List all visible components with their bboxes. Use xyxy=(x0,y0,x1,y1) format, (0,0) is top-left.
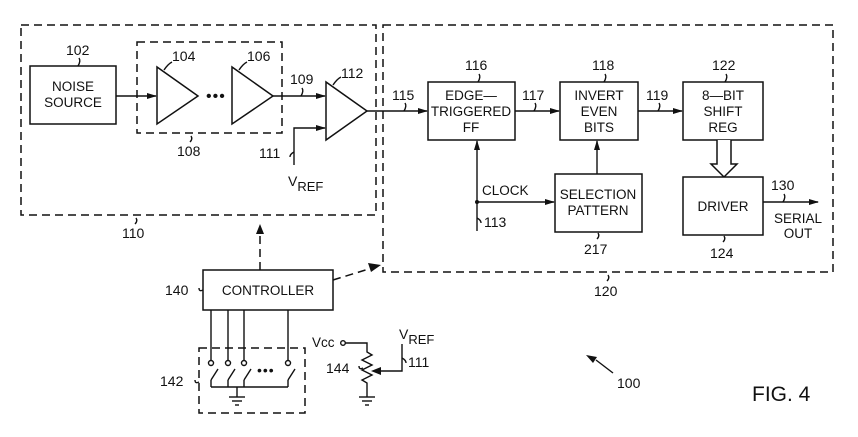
leader-120 xyxy=(606,274,610,282)
ref-130: 130 xyxy=(771,177,795,193)
ref-120: 120 xyxy=(594,283,618,299)
leader-124 xyxy=(722,235,726,243)
switch-ellipsis: ••• xyxy=(257,362,275,378)
ref-122: 122 xyxy=(712,57,736,73)
leader-109 xyxy=(300,87,304,97)
leader-108 xyxy=(189,135,193,143)
leader-112 xyxy=(332,76,342,86)
parallel-bus-arrow xyxy=(709,140,739,179)
ground-icon xyxy=(359,396,375,406)
ff-line1: EDGE— xyxy=(445,88,497,103)
ff-line3: FF xyxy=(463,120,480,135)
switch-bank-group xyxy=(198,347,306,414)
noise-source-line1: NOISE xyxy=(52,79,94,94)
switch-array xyxy=(207,310,296,397)
shiftreg-line2: SHIFT xyxy=(704,104,743,119)
controller-block: CONTROLLER xyxy=(202,269,334,311)
leader-102 xyxy=(77,57,81,67)
wire-vref-wiper xyxy=(380,344,403,372)
driver-block: DRIVER xyxy=(682,176,764,236)
leader-144 xyxy=(358,365,364,370)
invert-line1: INVERT xyxy=(574,88,623,103)
invert-line2: EVEN xyxy=(581,104,618,119)
clock-label: CLOCK xyxy=(482,183,529,198)
ref-116: 116 xyxy=(465,57,488,73)
driver-label: DRIVER xyxy=(697,199,748,214)
shift-register-block: 8—BIT SHIFT REG xyxy=(682,81,764,141)
amplifier-chain-group xyxy=(136,41,283,134)
amplifier-104 xyxy=(156,65,200,126)
selection-line2: PATTERN xyxy=(567,203,628,218)
selection-pattern-block: SELECTION PATTERN xyxy=(554,173,643,233)
ref-109: 109 xyxy=(290,71,314,87)
serial-out-line2: OUT xyxy=(784,226,813,241)
shiftreg-line1: 8—BIT xyxy=(702,88,744,103)
leader-140 xyxy=(198,287,204,292)
ff-line2: TRIGGERED xyxy=(431,104,512,119)
ref-140: 140 xyxy=(165,282,189,298)
ref-112: 112 xyxy=(341,65,364,81)
ref-117: 117 xyxy=(522,87,545,103)
ground-icon xyxy=(229,396,245,406)
vcc-label: Vcc xyxy=(312,335,335,350)
leader-113 xyxy=(476,217,482,224)
ref-110: 110 xyxy=(122,225,145,241)
leader-119 xyxy=(657,102,661,112)
leader-115 xyxy=(403,102,407,112)
ref-124: 124 xyxy=(710,245,734,261)
ref-104: 104 xyxy=(172,48,196,64)
leader-117 xyxy=(533,102,537,112)
controller-label: CONTROLLER xyxy=(222,283,315,298)
ref-100: 100 xyxy=(617,375,641,391)
ref-108: 108 xyxy=(177,143,201,159)
ref-119: 119 xyxy=(646,87,669,103)
leader-111 xyxy=(289,151,295,158)
potentiometer-144 xyxy=(345,342,374,397)
leader-104 xyxy=(163,61,173,71)
edge-triggered-ff-block: EDGE— TRIGGERED FF xyxy=(427,81,516,141)
ref-118: 118 xyxy=(592,57,615,73)
figure-label: FIG. 4 xyxy=(752,383,811,406)
leader-106 xyxy=(238,61,248,71)
ref-217: 217 xyxy=(584,241,608,257)
ref-113: 113 xyxy=(484,214,507,230)
invert-line3: BITS xyxy=(584,120,614,135)
system-pointer xyxy=(595,359,614,374)
ref-144: 144 xyxy=(326,360,350,376)
control-arrow-right xyxy=(368,263,381,272)
leader-142 xyxy=(194,379,200,384)
leader-110 xyxy=(134,217,138,225)
amp-chain-ellipsis: ••• xyxy=(206,88,226,105)
invert-even-bits-block: INVERT EVEN BITS xyxy=(559,81,639,141)
ref-142: 142 xyxy=(160,373,184,389)
leader-122 xyxy=(724,73,728,83)
control-link-to-digital-stage xyxy=(332,267,373,281)
vref-label: VREF xyxy=(288,173,323,194)
leader-217 xyxy=(596,232,600,240)
vcc-terminal xyxy=(340,340,347,347)
comparator-112 xyxy=(325,80,369,142)
bias-vref-label: VREF xyxy=(399,326,434,347)
leader-118 xyxy=(603,73,607,83)
leader-116 xyxy=(477,73,481,83)
digital-stage-group xyxy=(382,24,834,273)
ref-bias-111: 111 xyxy=(408,354,429,370)
wire-vref-111 xyxy=(293,125,326,165)
serial-out-line1: SERIAL xyxy=(774,211,823,226)
ref-111: 111 xyxy=(259,145,280,161)
leader-bias-111 xyxy=(401,357,407,364)
system-pointer-arrow xyxy=(586,355,597,363)
selection-line1: SELECTION xyxy=(560,187,637,202)
amplifier-106 xyxy=(231,65,275,126)
wiper-arrow xyxy=(371,367,381,375)
noise-source-block: NOISE SOURCE xyxy=(29,65,117,125)
noise-source-line2: SOURCE xyxy=(44,95,102,110)
ref-106: 106 xyxy=(247,48,271,64)
ref-102: 102 xyxy=(66,42,90,58)
leader-130 xyxy=(782,193,786,203)
ref-115: 115 xyxy=(392,87,415,103)
control-arrow-up xyxy=(256,224,264,234)
noise-stage-group xyxy=(20,24,377,216)
shiftreg-line3: REG xyxy=(708,120,737,135)
